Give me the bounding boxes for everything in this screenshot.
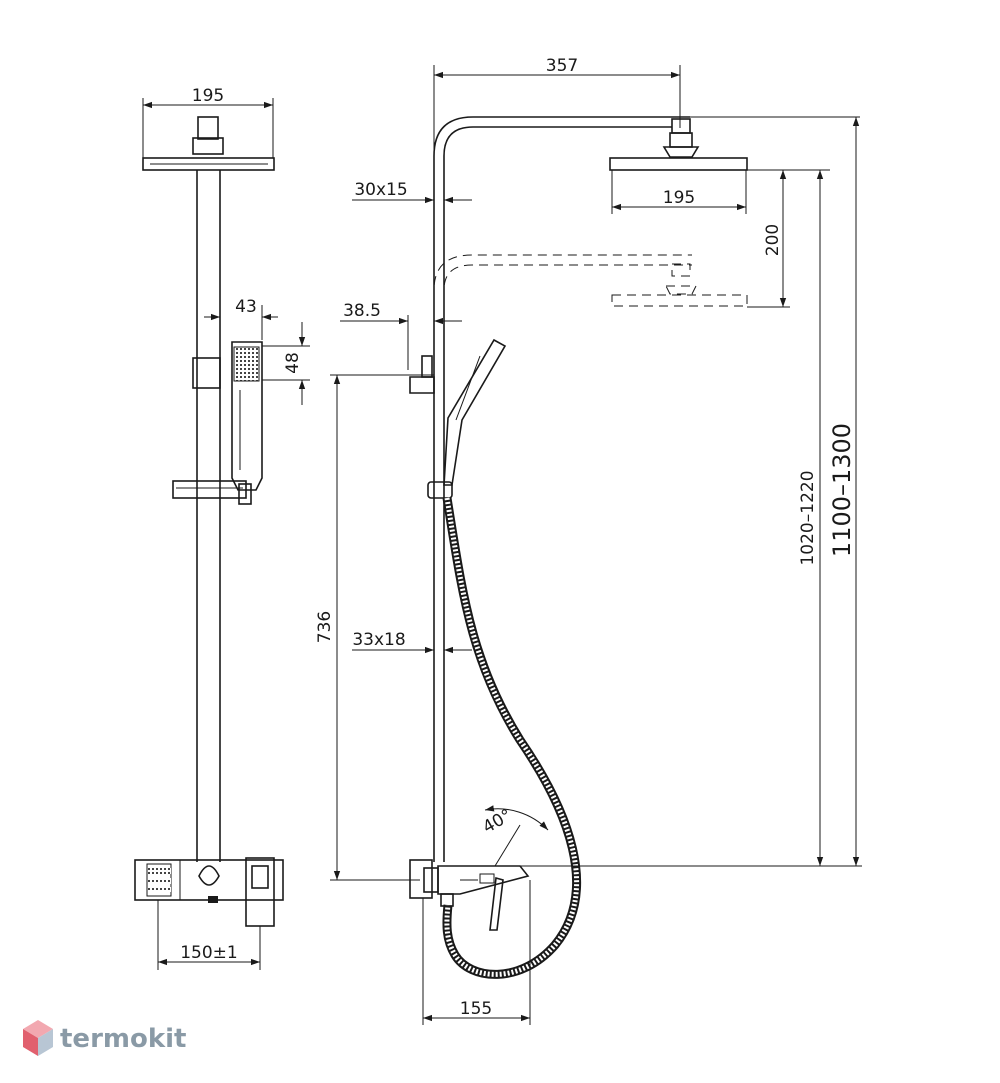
front-mixer (134, 857, 284, 927)
dim-total-height-range: 1100–1300 (828, 117, 860, 866)
label-head-adjust: 200 (763, 224, 783, 256)
label-front-head-width: 195 (192, 86, 224, 106)
watermark-brand: termokit (60, 1024, 186, 1054)
side-hand-shower (443, 338, 507, 486)
label-mixer-projection: 155 (460, 999, 492, 1019)
dim-handshower-offset: 43 (204, 297, 278, 340)
dim-mixer-width: 150±1 (157, 900, 261, 970)
dim-head-height-range: 1020–1220 (798, 170, 824, 866)
dim-front-head-width: 195 (142, 86, 274, 158)
side-slide-bracket (427, 481, 453, 499)
label-holder-height: 736 (315, 611, 335, 643)
front-pipe-clamp (192, 357, 221, 389)
side-mixer (409, 859, 530, 931)
watermark: termokit (23, 1020, 186, 1056)
label-holder-offset: 38.5 (343, 301, 381, 321)
side-lowered-position (433, 254, 790, 308)
label-arm-reach: 357 (546, 56, 578, 76)
label-head-height-range: 1020–1220 (798, 470, 818, 565)
side-rain-head (609, 132, 830, 171)
front-slide-bracket (172, 480, 252, 505)
front-view: 195 43 (134, 86, 310, 970)
front-hand-shower (231, 341, 263, 491)
label-upper-pipe-section: 30x15 (354, 180, 407, 200)
side-view: 357 195 (315, 56, 862, 1025)
label-mixer-width: 150±1 (180, 943, 238, 963)
side-hose (442, 497, 581, 979)
label-handshower-height: 48 (283, 352, 303, 374)
dim-lower-pipe-section: 33x18 (352, 630, 472, 654)
label-lower-pipe-section: 33x18 (352, 630, 405, 650)
dim-side-head-width: 195 (611, 170, 747, 214)
dim-holder-height: 736 (315, 374, 434, 881)
cube-logo-icon (23, 1020, 53, 1056)
label-total-height-range: 1100–1300 (828, 423, 856, 557)
front-rain-head (142, 116, 275, 171)
dim-handshower-height: 48 (262, 322, 310, 405)
dim-holder-offset: 38.5 (340, 301, 462, 370)
dim-lever-angle: 40° (475, 805, 549, 867)
dim-upper-pipe-section: 30x15 (352, 180, 472, 204)
label-side-head-width: 195 (663, 188, 695, 208)
label-handshower-offset: 43 (235, 297, 257, 317)
dim-head-adjust: 200 (763, 170, 787, 307)
side-wall-holder (409, 355, 435, 394)
front-riser-pipe (196, 170, 221, 862)
side-riser-and-arm (433, 116, 860, 862)
dim-arm-reach: 357 (433, 56, 681, 150)
dim-mixer-projection: 155 (422, 880, 531, 1025)
